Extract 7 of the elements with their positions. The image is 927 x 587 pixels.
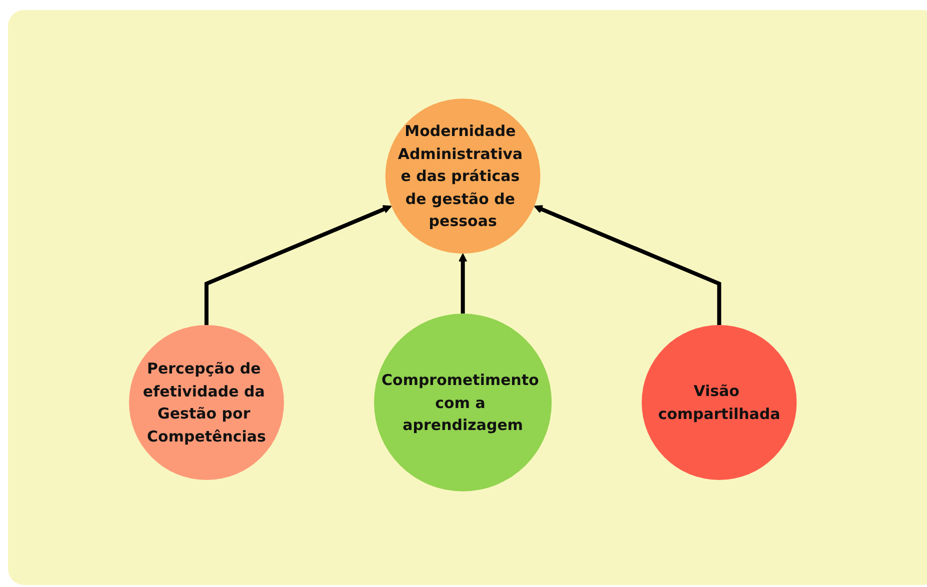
arrow <box>458 253 468 314</box>
node-circle: Modernidade Administrativa e das práticas de gestão de pessoas <box>386 98 540 254</box>
node-circle: Percepção de efetividade da Gestão por Competências <box>129 325 284 480</box>
node-circle: Comprometimento com a aprendizagem <box>374 314 552 492</box>
arrow <box>534 205 722 325</box>
arrow <box>204 205 392 325</box>
node-circle: Visão compartilhada <box>642 325 797 480</box>
